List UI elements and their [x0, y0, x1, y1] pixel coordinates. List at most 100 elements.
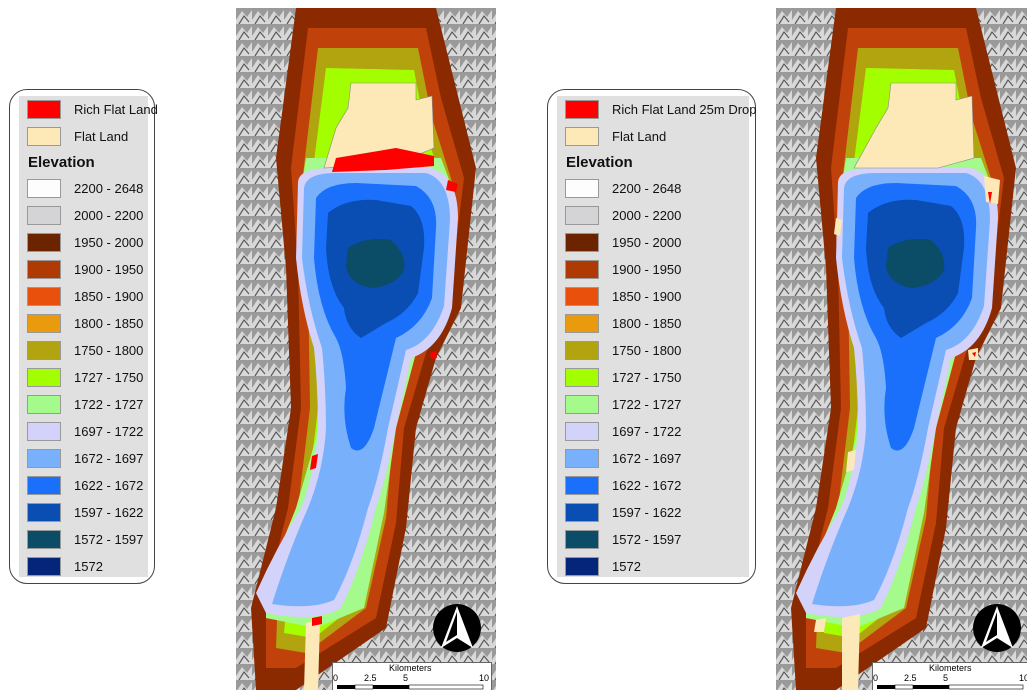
legend-range-row: 1697 - 1722	[565, 421, 681, 442]
legend-label: 1672 - 1697	[612, 451, 682, 466]
legend-label: 1850 - 1900	[74, 289, 144, 304]
legend-swatch	[565, 233, 599, 252]
legend-item-rich-flat-land-25m-drop: Rich Flat Land 25m Drop	[565, 99, 757, 120]
legend-label: 1800 - 1850	[612, 316, 682, 331]
legend-swatch	[565, 314, 599, 333]
scale-tick: 5	[403, 673, 409, 683]
scale-bar-graphic	[877, 684, 1024, 690]
legend-range-row: 1622 - 1672	[565, 475, 681, 496]
legend-label: 1572	[74, 559, 103, 574]
legend-swatch	[565, 206, 599, 225]
legend-label: 1672 - 1697	[74, 451, 144, 466]
legend-label: Flat Land	[612, 129, 667, 144]
legend-label: 1572 - 1597	[612, 532, 682, 547]
legend-label: 1800 - 1850	[74, 316, 144, 331]
legend-swatch	[27, 260, 61, 279]
legend-swatch	[27, 449, 61, 468]
legend-range-row: 1950 - 2000	[565, 232, 681, 253]
lake-map-left: Kilometers 0 2.5 5 10	[236, 8, 496, 690]
scale-bar: Kilometers 0 2.5 5 10	[332, 662, 492, 690]
legend-label: 1850 - 1900	[612, 289, 682, 304]
flat-land-area	[853, 82, 975, 169]
legend-range-row: 1750 - 1800	[27, 340, 143, 361]
legend-swatch	[565, 476, 599, 495]
scale-tick: 5	[943, 673, 949, 683]
scale-tick: 2.5	[364, 673, 377, 683]
legend-range-row: 1572	[565, 556, 641, 577]
legend-swatch	[27, 530, 61, 549]
legend-swatch	[565, 395, 599, 414]
legend-label: Rich Flat Land 25m Drop	[612, 102, 757, 117]
legend-label: 1572	[612, 559, 641, 574]
scale-tick: 10	[479, 673, 490, 683]
legend-range-row: 1900 - 1950	[27, 259, 143, 280]
legend-label: 1597 - 1622	[612, 505, 682, 520]
north-arrow-icon	[433, 604, 481, 652]
scale-tick: 2.5	[904, 673, 917, 683]
elevation-map	[236, 8, 496, 690]
legend-item-flat-land: Flat Land	[27, 126, 128, 147]
legend-label: 2200 - 2648	[74, 181, 144, 196]
legend-label: 2200 - 2648	[612, 181, 682, 196]
legend-range-row: 1800 - 1850	[27, 313, 143, 334]
legend-swatch	[565, 100, 599, 119]
legend-swatch	[27, 422, 61, 441]
legend-range-row: 2000 - 2200	[565, 205, 681, 226]
legend-label: 1697 - 1722	[612, 424, 682, 439]
legend-label: 1697 - 1722	[74, 424, 144, 439]
legend-range-row: 1597 - 1622	[565, 502, 681, 523]
legend-label: 1722 - 1727	[74, 397, 144, 412]
legend-swatch	[565, 449, 599, 468]
legend-swatch	[27, 179, 61, 198]
legend-range-row: 1672 - 1697	[27, 448, 143, 469]
legend-range-row: 2200 - 2648	[565, 178, 681, 199]
legend-label: 1622 - 1672	[612, 478, 682, 493]
legend-swatch	[565, 557, 599, 576]
scale-bar-title: Kilometers	[389, 663, 432, 673]
legend-swatch	[27, 476, 61, 495]
legend-label: 2000 - 2200	[612, 208, 682, 223]
legend-range-row: 2200 - 2648	[27, 178, 143, 199]
legend-label: 1900 - 1950	[612, 262, 682, 277]
scale-bar-graphic	[337, 684, 484, 690]
north-arrow-icon	[973, 604, 1021, 652]
legend-range-row: 1727 - 1750	[565, 367, 681, 388]
legend-swatch	[27, 395, 61, 414]
legend-swatch	[27, 100, 61, 119]
legend-swatch	[565, 127, 599, 146]
legend-right: Rich Flat Land 25m Drop Flat Land Elevat…	[547, 89, 757, 584]
legend-swatch	[27, 127, 61, 146]
legend-heading: Elevation	[566, 154, 633, 171]
scale-tick: 10	[1019, 673, 1027, 683]
legend-swatch	[565, 503, 599, 522]
legend-range-row: 1597 - 1622	[27, 502, 143, 523]
legend-swatch	[27, 368, 61, 387]
legend-range-row: 1750 - 1800	[565, 340, 681, 361]
legend-swatch	[27, 206, 61, 225]
legend-label: 1722 - 1727	[612, 397, 682, 412]
legend-swatch	[565, 341, 599, 360]
legend-swatch	[565, 179, 599, 198]
legend-label: 1727 - 1750	[612, 370, 682, 385]
legend-range-row: 1572	[27, 556, 103, 577]
legend-swatch	[565, 287, 599, 306]
legend-swatch	[27, 341, 61, 360]
legend-label: 1727 - 1750	[74, 370, 144, 385]
legend-swatch	[565, 422, 599, 441]
legend-range-row: 1722 - 1727	[27, 394, 143, 415]
legend-range-row: 1672 - 1697	[565, 448, 681, 469]
legend-panel: Rich Flat Land Flat Land Elevation 2200 …	[19, 96, 158, 577]
legend-label: 1950 - 2000	[74, 235, 144, 250]
legend-range-row: 1722 - 1727	[565, 394, 681, 415]
legend-range-row: 1900 - 1950	[565, 259, 681, 280]
legend-swatch	[565, 368, 599, 387]
legend-range-row: 2000 - 2200	[27, 205, 143, 226]
scale-bar-title: Kilometers	[929, 663, 972, 673]
legend-swatch	[27, 314, 61, 333]
legend-swatch	[27, 503, 61, 522]
legend-left: Rich Flat Land Flat Land Elevation 2200 …	[9, 89, 158, 584]
legend-range-row: 1572 - 1597	[27, 529, 143, 550]
elevation-map	[776, 8, 1027, 690]
scale-tick: 0	[873, 673, 879, 683]
legend-label: Rich Flat Land	[74, 102, 158, 117]
